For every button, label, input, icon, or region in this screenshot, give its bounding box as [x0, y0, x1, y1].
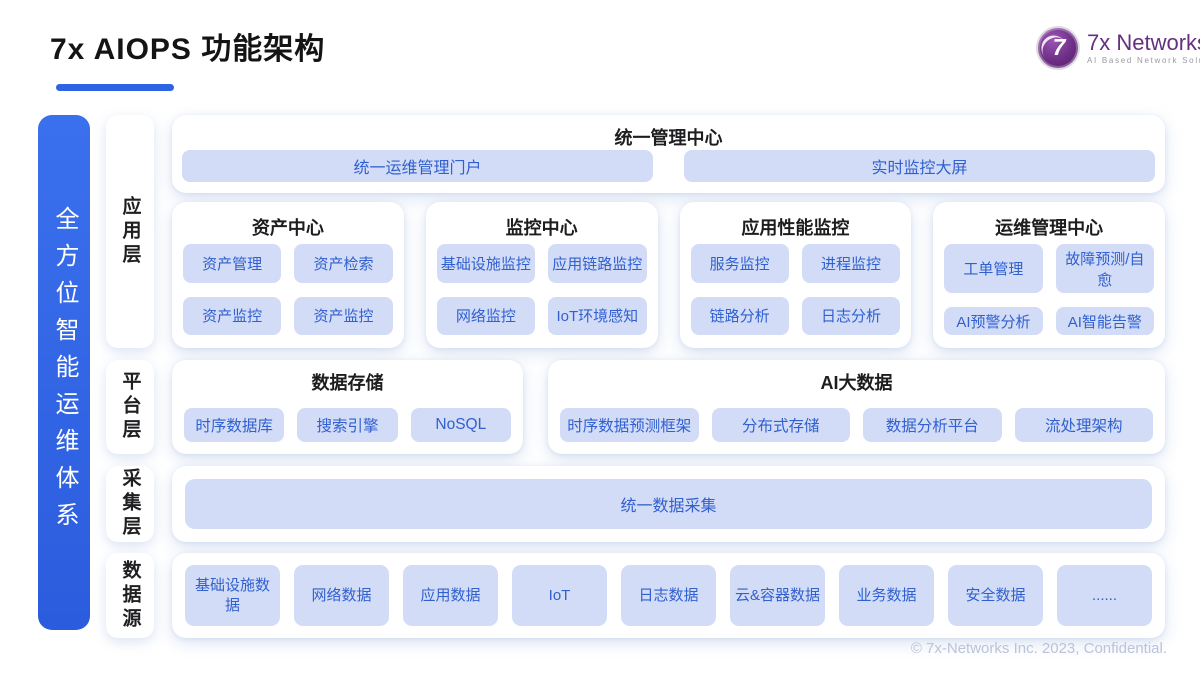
- unified-management-card: 统一管理中心 统一运维管理门户 实时监控大屏: [172, 115, 1165, 193]
- section-title: 应用性能监控: [741, 218, 850, 238]
- section-title: 统一管理中心: [614, 128, 723, 148]
- feature-pill: 资产监控: [183, 296, 282, 335]
- feature-pill: IoT环境感知: [548, 296, 647, 335]
- datasource-pill: 云&容器数据: [730, 565, 825, 626]
- monitor-center-card: 监控中心 基础设施监控 应用链路监控 网络监控 IoT环境感知: [425, 202, 658, 348]
- feature-pill: 网络监控: [436, 296, 536, 335]
- copyright-footer: © 7x-Networks Inc. 2023, Confidential.: [910, 640, 1167, 657]
- layer-label-text: 平台层: [119, 371, 141, 443]
- asset-center-card: 资产中心 资产管理 资产检索 资产监控 资产监控: [172, 202, 404, 348]
- vertical-banner: 全方位智能运维体系: [38, 115, 90, 630]
- logo-mark-icon: 7: [1038, 28, 1078, 68]
- collection-layer-card: 统一数据采集: [172, 466, 1165, 542]
- page-title: 7x AIOPS 功能架构: [50, 33, 326, 66]
- layer-label-datasource: 数据源: [106, 553, 154, 638]
- feature-pill: 时序数据预测框架: [560, 408, 699, 442]
- layer-label-text: 采集层: [119, 468, 141, 540]
- feature-pill: 资产管理: [183, 244, 282, 283]
- datasource-pill: 业务数据: [839, 565, 934, 626]
- datasource-card: 基础设施数据 网络数据 应用数据 IoT 日志数据 云&容器数据 业务数据 安全…: [172, 553, 1165, 638]
- ai-bigdata-card: AI大数据 时序数据预测框架 分布式存储 数据分析平台 流处理架构: [548, 360, 1165, 454]
- datasource-pill: 安全数据: [948, 565, 1043, 626]
- layer-label-application: 应用层: [106, 115, 154, 348]
- datasource-pill: 日志数据: [621, 565, 716, 626]
- datasource-pill: IoT: [512, 565, 607, 626]
- section-title: AI大数据: [820, 373, 893, 393]
- section-title: 运维管理中心: [995, 218, 1104, 238]
- feature-pill: 进程监控: [801, 244, 901, 283]
- vertical-banner-text: 全方位智能运维体系: [51, 206, 78, 539]
- feature-pill: AI预警分析: [944, 307, 1043, 335]
- feature-pill: 流处理架构: [1014, 408, 1153, 442]
- feature-pill: 数据分析平台: [863, 408, 1002, 442]
- section-title: 数据存储: [311, 373, 384, 393]
- datasource-pill: 基础设施数据: [185, 565, 280, 626]
- feature-pill: AI智能告警: [1055, 307, 1154, 335]
- feature-pill: 链路分析: [690, 296, 789, 335]
- application-layer-row: 资产中心 资产管理 资产检索 资产监控 资产监控 监控中心 基础设施监控 应用链…: [172, 202, 1165, 348]
- feature-pill: 基础设施监控: [436, 244, 536, 283]
- feature-pill: 应用链路监控: [548, 244, 647, 283]
- layer-label-collection: 采集层: [106, 466, 154, 542]
- layer-label-text: 数据源: [119, 559, 141, 632]
- layer-label-text: 应用层: [119, 195, 141, 268]
- feature-pill: 实时监控大屏: [684, 150, 1155, 182]
- brand-name: 7x Networks: [1087, 29, 1200, 55]
- brand-logo: 7 7x Networks AI Based Network Solution: [1038, 28, 1200, 68]
- feature-pill: 故障预测/自愈: [1055, 244, 1154, 293]
- apm-card: 应用性能监控 服务监控 进程监控 链路分析 日志分析: [679, 202, 912, 348]
- section-title: 资产中心: [251, 218, 324, 238]
- brand-tagline: AI Based Network Solution: [1087, 55, 1200, 65]
- feature-pill: NoSQL: [410, 408, 511, 442]
- platform-layer-row: 数据存储 时序数据库 搜索引擎 NoSQL AI大数据 时序数据预测框架 分布式…: [172, 360, 1165, 454]
- feature-pill: 工单管理: [944, 244, 1043, 293]
- unified-collection-pill: 统一数据采集: [185, 479, 1152, 529]
- feature-pill: 分布式存储: [711, 408, 850, 442]
- feature-pill: 资产检索: [294, 244, 393, 283]
- feature-pill: 资产监控: [294, 296, 393, 335]
- feature-pill: 时序数据库: [184, 408, 285, 442]
- feature-pill: 服务监控: [690, 244, 789, 283]
- section-title: 监控中心: [505, 218, 578, 238]
- ops-management-card: 运维管理中心 工单管理 故障预测/自愈 AI预警分析 AI智能告警: [933, 202, 1165, 348]
- datasource-pill: ......: [1057, 565, 1152, 626]
- data-storage-card: 数据存储 时序数据库 搜索引擎 NoSQL: [172, 360, 523, 454]
- layer-label-platform: 平台层: [106, 360, 154, 454]
- title-underline: [56, 84, 174, 91]
- logo-seven-glyph: 7: [1052, 33, 1066, 60]
- datasource-pill: 网络数据: [294, 565, 389, 626]
- datasource-pill: 应用数据: [403, 565, 498, 626]
- feature-pill: 统一运维管理门户: [182, 150, 653, 182]
- feature-pill: 日志分析: [801, 296, 901, 335]
- feature-pill: 搜索引擎: [297, 408, 398, 442]
